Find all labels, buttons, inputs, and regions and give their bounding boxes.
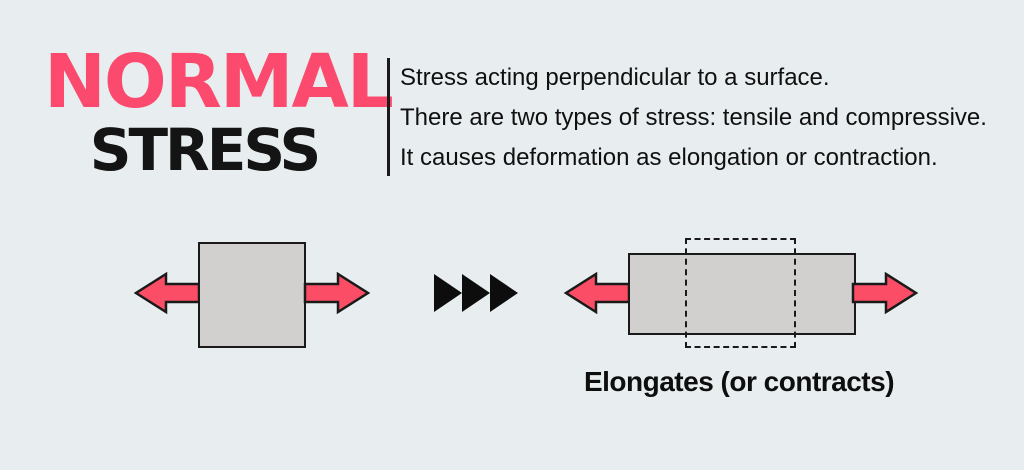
original-outline-dashed-shape [685, 238, 796, 348]
figure-caption: Elongates (or contracts) [583, 366, 895, 397]
description-line: It causes deformation as elongation or c… [400, 144, 938, 171]
fast-forward-icon [434, 274, 518, 312]
right-triangle-icon [434, 274, 462, 312]
elongated-rectangle-shape [628, 253, 856, 335]
tension-arrow-right-icon [303, 271, 371, 315]
title-stress: STRESS [89, 116, 322, 184]
right-triangle-icon [490, 274, 518, 312]
original-square-shape [198, 242, 306, 348]
title-normal: NORMAL [44, 39, 394, 125]
tension-arrow-left-icon [133, 271, 201, 315]
tension-arrow-right-icon [851, 271, 919, 315]
vertical-divider [387, 58, 390, 176]
description-line: Stress acting perpendicular to a surface… [400, 64, 830, 91]
right-triangle-icon [462, 274, 490, 312]
description-line: There are two types of stress: tensile a… [400, 104, 987, 131]
description-block: Stress acting perpendicular to a surface… [400, 58, 1020, 178]
tension-arrow-left-icon [563, 271, 631, 315]
